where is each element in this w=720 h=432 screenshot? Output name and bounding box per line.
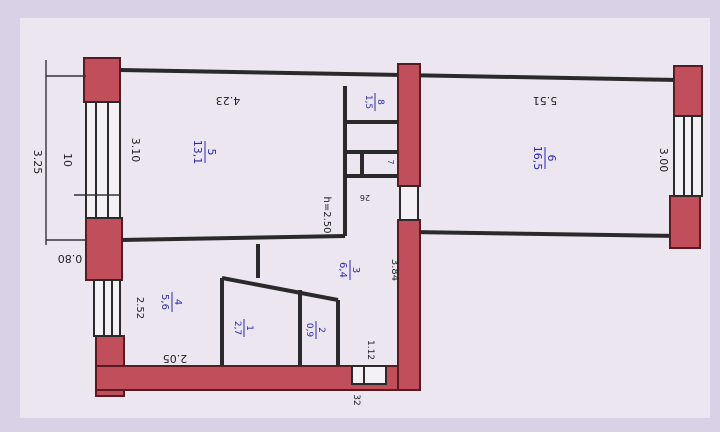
wall-right-lower (669, 195, 701, 249)
wall-left-upper (83, 57, 121, 103)
room-area: 1,5 (363, 95, 373, 109)
room-label-1: 12,7 (232, 319, 254, 337)
room-number: 2 (316, 327, 326, 333)
interior-walls (119, 68, 681, 365)
dimension-d-2-52: 2.52 (134, 297, 145, 319)
dimension-d-3-25: 3.25 (31, 150, 44, 175)
dimension-d-3-00: 3.00 (657, 148, 670, 173)
room-number: 1 (244, 325, 254, 331)
dimension-d-26: 26 (360, 193, 370, 202)
room-number: 5 (205, 149, 218, 156)
room-number: 6 (545, 155, 558, 162)
dimension-d-5-51: 5.51 (533, 94, 558, 107)
windows (85, 101, 703, 385)
room-number: 8 (375, 99, 385, 105)
room-number: 7 (386, 159, 395, 164)
door-bottom (351, 365, 387, 385)
room-area: 16,5 (531, 146, 544, 171)
room-area: 5,6 (159, 294, 170, 310)
dimension-d-2-05: 2.05 (163, 352, 188, 365)
dimension-d-1-12: 1.12 (365, 340, 375, 360)
room-area: 13,1 (191, 140, 204, 165)
room-label-5: 513,1 (191, 140, 218, 165)
dimension-lines (45, 60, 120, 245)
room-label-3: 36,4 (337, 260, 361, 280)
window-right (673, 115, 703, 197)
dimension-d-0-80: 0.80 (58, 252, 83, 265)
window-mullions (95, 102, 693, 384)
room-area: 2,7 (232, 321, 242, 335)
dimension-d-3-10: 3.10 (129, 138, 142, 163)
room-label-7: 7 (386, 159, 395, 164)
dimension-d-4-23: 4.23 (216, 94, 241, 107)
door-middle (399, 185, 419, 221)
room-area: 6,4 (337, 262, 348, 278)
room-label-8: 81,5 (363, 93, 385, 111)
wall-middle-vertical (397, 63, 421, 187)
room-labels: 513,1 616,5 45,6 36,4 12,7 20,9 81,5 7 (159, 93, 558, 339)
window-left-upper (85, 101, 121, 219)
dimension-ceiling: h=2.50 (321, 197, 332, 234)
wall-left-mid (85, 217, 123, 281)
paper-sheet (20, 18, 710, 418)
room-area: 0,9 (304, 323, 314, 338)
room-label-6: 616,5 (531, 146, 558, 171)
dimension-d-10: 10 (61, 153, 74, 167)
room-number: 4 (172, 299, 183, 305)
wall-middle-lower (397, 219, 421, 391)
dimension-d-32: 32 (351, 394, 361, 405)
room-label-2: 20,9 (304, 321, 326, 339)
room-label-4: 45,6 (159, 292, 183, 312)
dimension-labels: 4.23 5.51 3.25 10 3.10 3.00 0.80 2.52 2.05 3.84 1.… (31, 94, 670, 406)
wall-right-upper (673, 65, 703, 117)
room-number: 3 (350, 267, 361, 273)
dimension-d-3-84: 3.84 (389, 259, 400, 281)
window-left-lower (93, 279, 121, 337)
